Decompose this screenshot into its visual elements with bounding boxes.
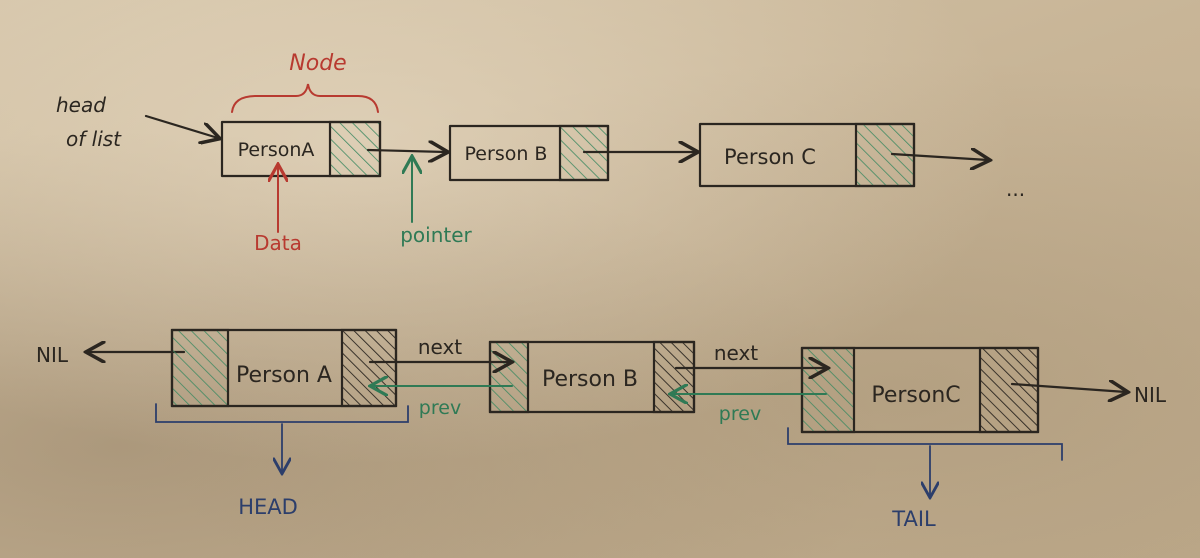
- doubly-node-b-data: Person B: [542, 367, 638, 392]
- nil-right-label: NIL: [1134, 383, 1167, 407]
- next-label-1: next: [418, 335, 462, 359]
- pointer-arrow-c-next: [890, 154, 988, 160]
- doubly-node-c-data: PersonC: [871, 383, 960, 408]
- tail-bracket: [787, 427, 1063, 461]
- head-of-list-label-1: head: [56, 93, 106, 117]
- tail-label: TAIL: [891, 507, 936, 531]
- doubly-node-a-data: Person A: [236, 363, 332, 388]
- singly-node-c: Person C: [698, 122, 916, 188]
- node-label: Node: [289, 51, 346, 76]
- singly-node-c-data: Person C: [724, 145, 816, 169]
- prev-label-1: prev: [419, 397, 461, 419]
- continuation-ellipsis: ...: [1006, 177, 1025, 201]
- singly-node-b-data: Person B: [465, 143, 548, 165]
- prev-label-2: prev: [719, 403, 761, 425]
- head-of-list-label-2: of list: [66, 127, 122, 151]
- data-label: Data: [254, 231, 302, 255]
- singly-node-a: PersonA: [220, 120, 382, 178]
- next-label-2: next: [714, 341, 758, 365]
- head-arrow: [144, 114, 218, 138]
- node-brace: [231, 83, 379, 113]
- head-label: HEAD: [238, 495, 298, 519]
- pointer-label: pointer: [400, 223, 472, 247]
- singly-node-a-data: PersonA: [238, 139, 315, 161]
- doubly-node-c: PersonC: [800, 346, 1040, 434]
- doubly-node-a: Person A: [170, 328, 398, 408]
- nil-left-label: NIL: [36, 343, 69, 367]
- doubly-node-b: Person B: [488, 340, 696, 414]
- nil-right-arrow: [1010, 384, 1126, 392]
- head-bracket: [155, 403, 409, 423]
- pointer-arrow-a-b: [366, 150, 446, 152]
